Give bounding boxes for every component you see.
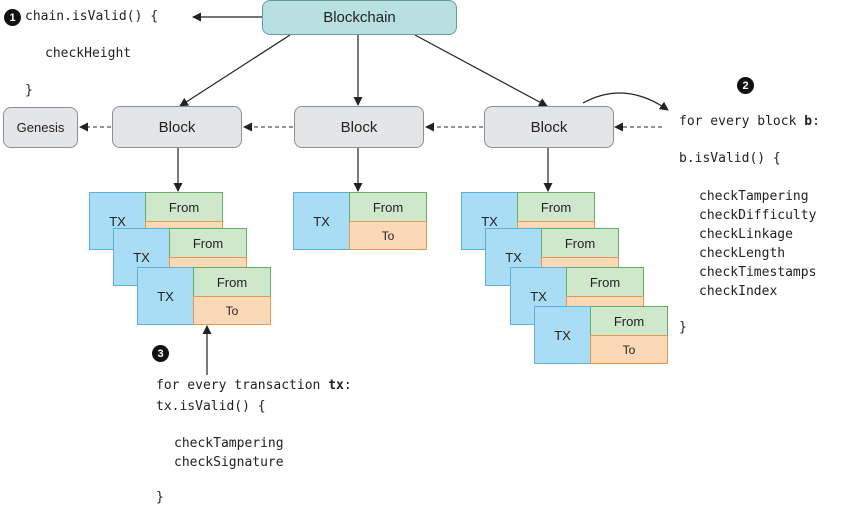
tx-code-call: tx.isValid() { xyxy=(156,399,266,414)
block-node-2: Block xyxy=(294,106,424,148)
arrow-chain-to-block-3 xyxy=(414,34,548,107)
tx-label: TX xyxy=(293,192,350,250)
tx-from: From xyxy=(517,192,595,222)
block-check-difficulty: checkDifficulty xyxy=(699,208,817,223)
tx-code-close: } xyxy=(156,490,164,505)
block-loop-suffix: : xyxy=(812,114,820,129)
marker-3: 3 xyxy=(152,345,169,362)
marker-2: 2 xyxy=(737,77,754,94)
block-check-tampering: checkTampering xyxy=(699,189,809,204)
tx-to: To xyxy=(193,296,271,325)
marker-1: 1 xyxy=(4,9,21,26)
tx-check-tampering: checkTampering xyxy=(174,436,284,451)
chain-code-line-3: } xyxy=(25,83,33,98)
tx-to: To xyxy=(590,335,668,364)
tx-card: TX From To xyxy=(137,267,271,325)
block-code-call: b.isValid() { xyxy=(679,151,781,166)
block-code-close: } xyxy=(679,320,687,335)
chain-code-line-2: checkHeight xyxy=(45,46,132,61)
tx-check-signature: checkSignature xyxy=(174,455,284,470)
tx-from: From xyxy=(590,306,668,336)
arrow-chain-to-block-1 xyxy=(179,34,291,107)
arrow-block3-to-block-code xyxy=(582,92,669,111)
block-loop-prefix: for every block xyxy=(679,114,805,129)
tx-to: To xyxy=(349,221,427,250)
tx-from: From xyxy=(349,192,427,222)
block-code-loop: for every block b: xyxy=(679,112,820,131)
block-check-length: checkLength xyxy=(699,246,786,261)
tx-from: From xyxy=(541,228,619,258)
tx-label: TX xyxy=(534,306,591,364)
blockchain-node: Blockchain xyxy=(262,0,457,35)
tx-code-loop: for every transaction tx: xyxy=(156,376,352,395)
tx-loop-suffix: : xyxy=(343,378,352,393)
block-loop-var: b xyxy=(804,114,813,129)
block-check-index: checkIndex xyxy=(699,284,778,299)
tx-from: From xyxy=(169,228,247,258)
tx-loop-prefix: for every transaction xyxy=(156,378,329,393)
tx-loop-var: tx xyxy=(328,378,344,393)
tx-label: TX xyxy=(137,267,194,325)
tx-from: From xyxy=(566,267,644,297)
tx-card: TX From To xyxy=(293,192,427,250)
block-node-3: Block xyxy=(484,106,614,148)
tx-from: From xyxy=(145,192,223,222)
block-check-linkage: checkLinkage xyxy=(699,227,793,242)
tx-from: From xyxy=(193,267,271,297)
tx-card: TX From To xyxy=(534,306,668,364)
genesis-node: Genesis xyxy=(3,107,78,148)
block-check-timestamps: checkTimestamps xyxy=(699,265,817,280)
block-node-1: Block xyxy=(112,106,242,148)
chain-code-line-1: chain.isValid() { xyxy=(25,9,159,24)
